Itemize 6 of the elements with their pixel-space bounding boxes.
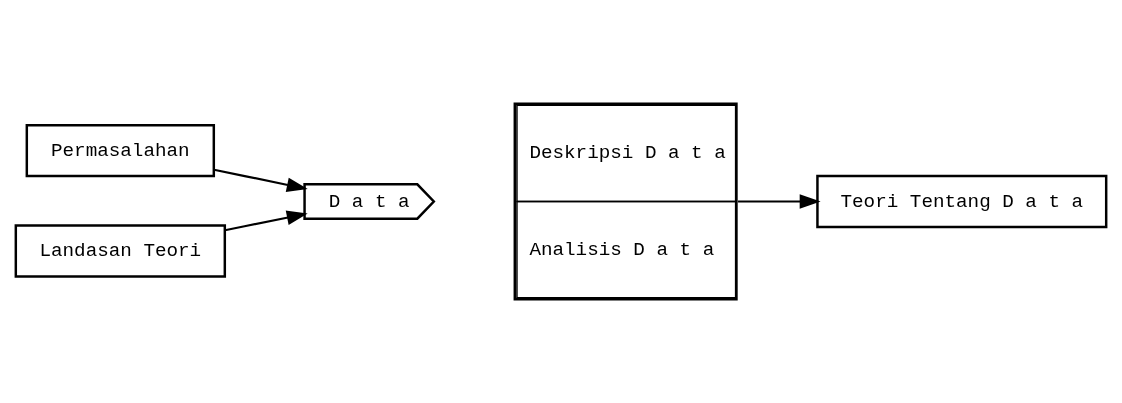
arrow [738, 194, 821, 209]
node-box: Teori Tentang D a t a [816, 174, 1108, 229]
node-box: Permasalahan [25, 123, 216, 178]
arrow [213, 168, 308, 192]
node-box: Landasan Teori [14, 224, 227, 278]
arrow [224, 210, 308, 232]
